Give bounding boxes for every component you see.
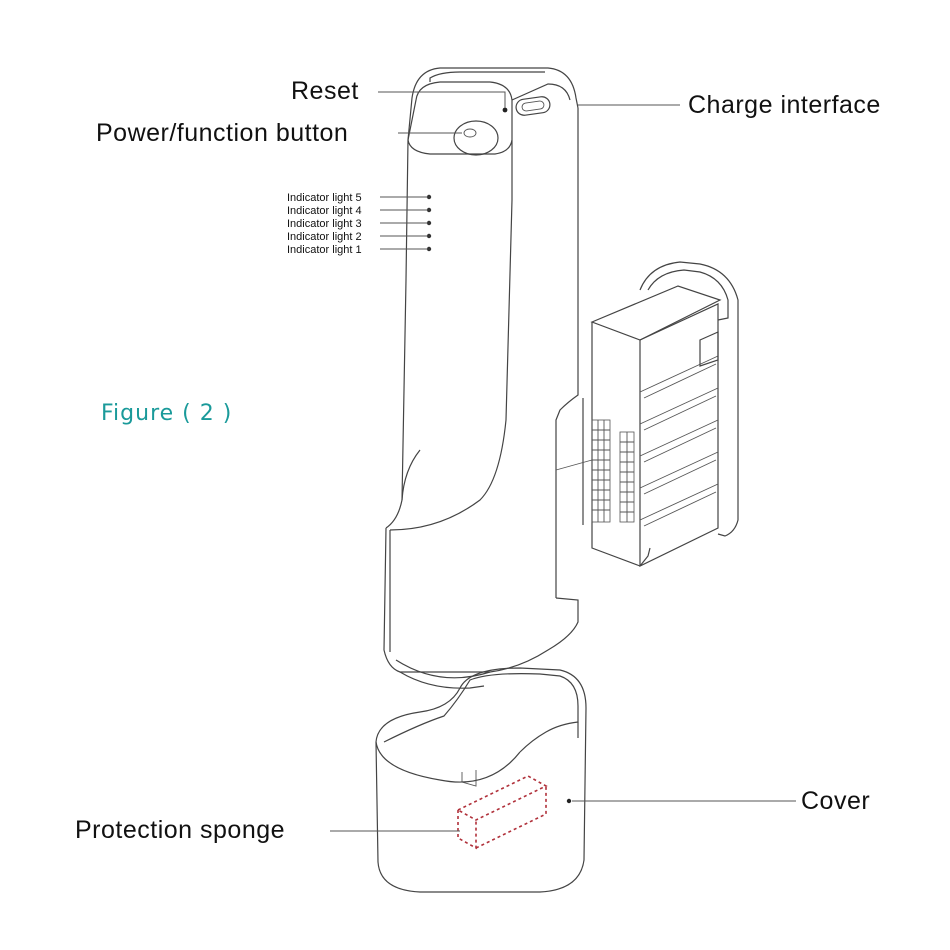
label-indicator-2: Indicator light 2 <box>287 231 362 243</box>
leader-lines <box>330 91 796 832</box>
indicator-light-4 <box>426 207 432 213</box>
charge-port <box>515 96 551 116</box>
reset-hole[interactable] <box>502 107 508 113</box>
label-reset: Reset <box>291 77 359 105</box>
cover <box>375 667 587 893</box>
label-indicator-5: Indicator light 5 <box>287 192 362 204</box>
label-protection-sponge: Protection sponge <box>75 816 285 844</box>
protection-sponge <box>456 775 548 850</box>
label-charge-interface: Charge interface <box>688 91 881 119</box>
figure-caption: Figure ( 2 ) <box>101 401 232 426</box>
indicator-light-2 <box>426 233 432 239</box>
cover-point <box>566 798 572 804</box>
handle-body <box>383 67 579 689</box>
battery-vents <box>591 419 635 523</box>
indicator-light-5 <box>426 194 432 200</box>
label-power-button: Power/function button <box>96 119 348 147</box>
indicator-lights <box>426 194 432 252</box>
label-indicator-3: Indicator light 3 <box>287 218 362 230</box>
battery-pack <box>555 261 739 567</box>
indicator-light-1 <box>426 246 432 252</box>
label-cover: Cover <box>801 787 870 815</box>
indicator-light-3 <box>426 220 432 226</box>
label-indicator-1: Indicator light 1 <box>287 244 362 256</box>
power-button[interactable] <box>453 120 499 156</box>
label-indicator-4: Indicator light 4 <box>287 205 362 217</box>
